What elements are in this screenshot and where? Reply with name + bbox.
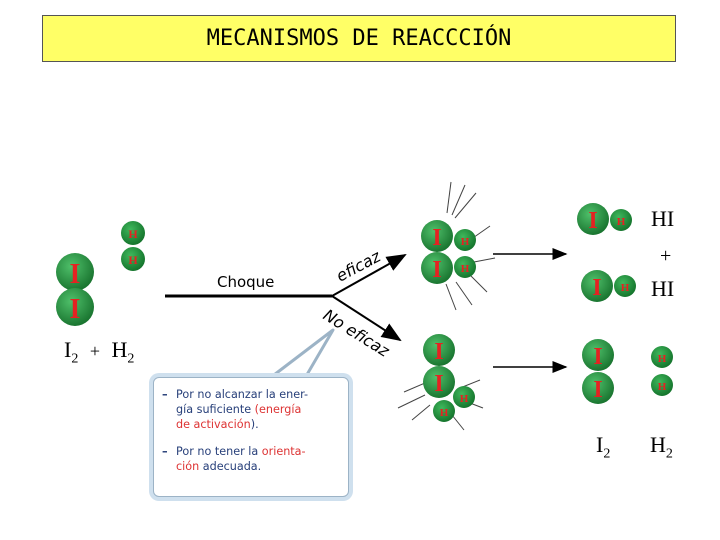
reactant-h2-molecule: H H xyxy=(121,221,145,271)
iodine-atom xyxy=(582,339,614,371)
product-hi-molecule: I H xyxy=(581,270,636,302)
slide-title: MECANISMOS DE REACCCIÓN xyxy=(42,15,676,62)
hydrogen-symbol: H xyxy=(440,407,449,419)
callout-pointer xyxy=(268,328,335,380)
product-plus-sign: + xyxy=(660,245,672,267)
not-effective-collision-cluster: I I H H xyxy=(423,334,475,422)
callout-item-orientation: – Por no tener la orienta- ción adecuada… xyxy=(162,444,342,474)
product-i2-molecule: I I xyxy=(582,339,614,404)
iodine-atom xyxy=(423,334,455,366)
hydrogen-atom xyxy=(614,275,636,297)
hydrogen-symbol: H xyxy=(617,216,626,228)
hydrogen-atom xyxy=(454,256,476,278)
product-h2-molecule: H H xyxy=(651,346,673,396)
hydrogen-symbol: H xyxy=(461,236,470,248)
callout-line: Por no alcanzar la ener- xyxy=(176,388,309,401)
iodine-atom xyxy=(421,220,453,252)
hydrogen-atom xyxy=(651,346,673,368)
bullet-dash: – xyxy=(162,445,168,458)
iodine-atom xyxy=(56,288,94,326)
iodine-symbol: I xyxy=(434,371,443,397)
bullet-dash: – xyxy=(162,388,168,401)
iodine-symbol: I xyxy=(593,377,602,403)
hydrogen-symbol: H xyxy=(621,282,630,294)
hydrogen-symbol: H xyxy=(128,253,138,267)
iodine-atom xyxy=(56,253,94,291)
iodine-atom xyxy=(582,372,614,404)
effective-label: eficaz xyxy=(333,246,384,285)
not-effective-branch-arrow xyxy=(331,295,402,342)
callout-line: gía suficiente (energía xyxy=(176,403,302,416)
reactants-formula: I2 + H2 xyxy=(64,337,134,367)
hydrogen-atom xyxy=(121,247,145,271)
iodine-symbol: I xyxy=(432,225,441,251)
iodine-symbol: I xyxy=(592,275,601,301)
iodine-symbol: I xyxy=(593,344,602,370)
hydrogen-symbol: H xyxy=(658,353,667,365)
callout-item-energy: – Por no alcanzar la ener- gía suficient… xyxy=(162,387,342,432)
iodine-atom xyxy=(581,270,613,302)
iodine-atom xyxy=(577,203,609,235)
iodine-symbol: I xyxy=(70,259,81,290)
hydrogen-symbol: H xyxy=(460,393,469,405)
iodine-symbol: I xyxy=(70,294,81,325)
reactant-i2-molecule: I I xyxy=(56,253,94,326)
product-h2-label: H2 xyxy=(650,432,673,462)
callout-line: ción adecuada. xyxy=(176,460,262,473)
callout-line: de activación). xyxy=(176,418,259,431)
hydrogen-symbol: H xyxy=(461,263,470,275)
plus-sign: + xyxy=(89,341,100,361)
hydrogen-atom xyxy=(121,221,145,245)
hydrogen-atom xyxy=(433,400,455,422)
effective-branch-arrow xyxy=(331,254,407,297)
hydrogen-symbol: H xyxy=(128,227,138,241)
i2-formula: I2 xyxy=(64,337,79,367)
hydrogen-atom xyxy=(453,386,475,408)
iodine-atom xyxy=(421,252,453,284)
iodine-symbol: I xyxy=(434,339,443,365)
callout-line: Por no tener la orienta- xyxy=(176,445,306,458)
iodine-symbol: I xyxy=(432,257,441,283)
product-hi-label: HI xyxy=(651,206,675,231)
hydrogen-atom xyxy=(610,209,632,231)
hydrogen-symbol: H xyxy=(658,381,667,393)
hydrogen-atom xyxy=(454,229,476,251)
h2-formula: H2 xyxy=(111,337,135,367)
effective-collision-cluster: I I H H xyxy=(421,220,476,284)
product-hi-molecule: I H xyxy=(577,203,632,235)
collision-label: Choque xyxy=(217,273,274,291)
product-hi-label: HI xyxy=(651,276,675,301)
product-i2-label: I2 xyxy=(596,432,611,462)
iodine-symbol: I xyxy=(588,208,597,234)
iodine-atom xyxy=(423,366,455,398)
callout-box: – Por no alcanzar la ener- gía suficient… xyxy=(153,377,349,497)
hydrogen-atom xyxy=(651,374,673,396)
